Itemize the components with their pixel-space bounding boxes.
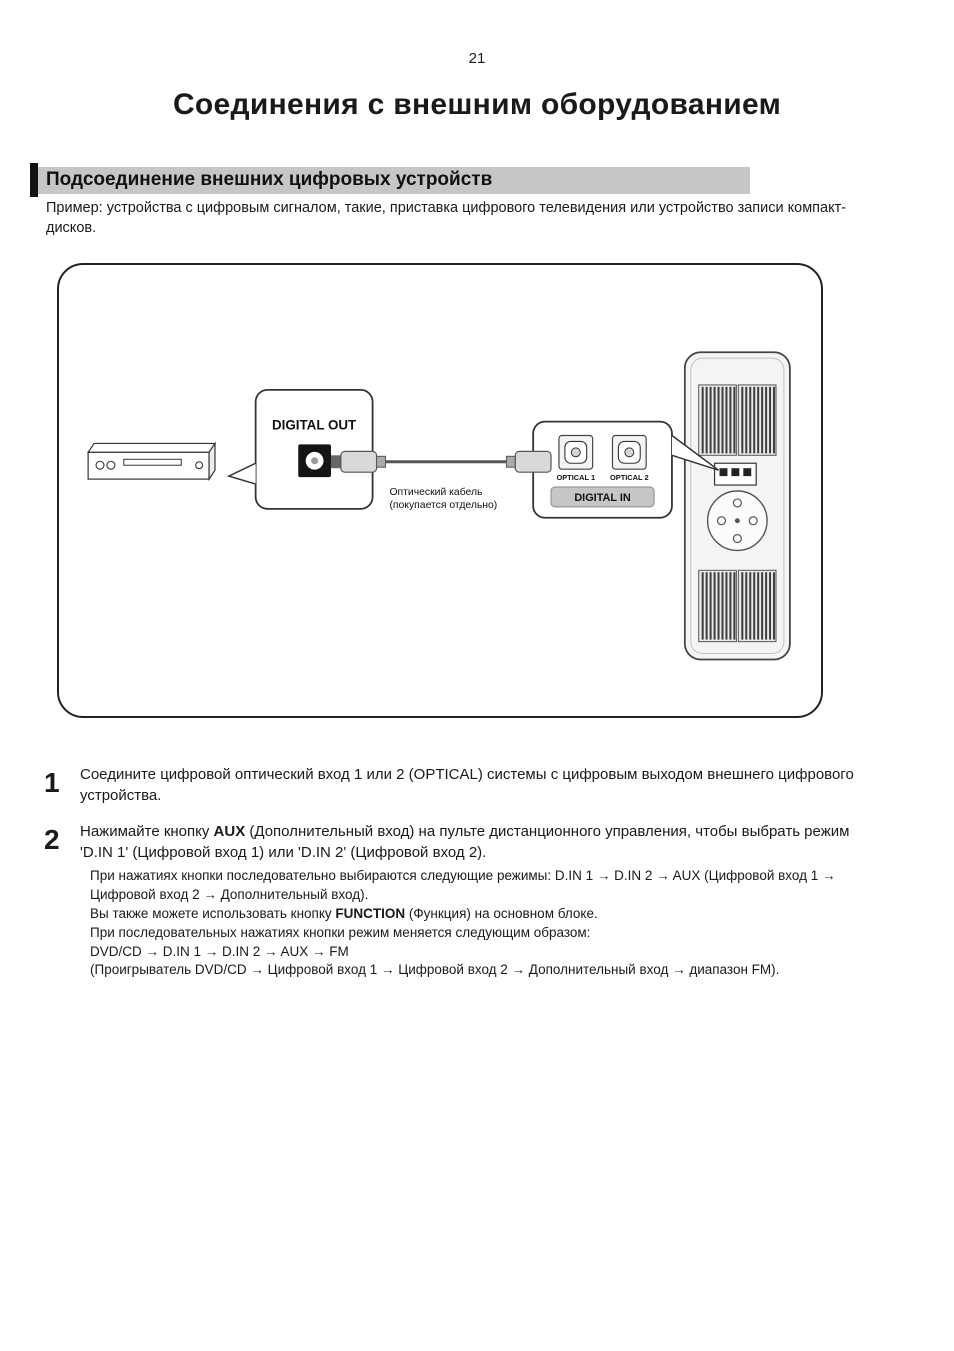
function-note-part1: Вы также можете использовать кнопку [90, 905, 336, 921]
optical1-port-icon [558, 434, 594, 470]
digital-out-callout: DIGITAL OUT [226, 389, 374, 510]
bottom-vent-grille [698, 569, 777, 643]
step-1: 1 Соедините цифровой оптический вход 1 и… [44, 764, 914, 806]
step-1-body: Соедините цифровой оптический вход 1 или… [80, 764, 880, 806]
diagram-svg: DIGITAL OUT OPTICAL 1 OPTICAL 2 [87, 351, 791, 661]
panel-pointer [671, 434, 719, 471]
step-2-text-part1: Нажимайте кнопку [80, 823, 214, 840]
optical-cable [330, 450, 552, 473]
cable-collar-right [505, 455, 516, 468]
connection-diagram: DIGITAL OUT OPTICAL 1 OPTICAL 2 [57, 263, 823, 718]
main-unit-tower [683, 351, 791, 661]
cable-stem-left [330, 455, 341, 469]
page-title: Соединения с внешним оборудованием [172, 88, 782, 121]
mode-sequence-translation: (Проигрыватель DVD/CD → Цифровой вход 1 … [90, 962, 780, 978]
digital-in-panel: OPTICAL 1 OPTICAL 2 DIGITAL IN [532, 420, 719, 519]
step-1-number: 1 [44, 767, 60, 798]
section-heading: Подсоединение внешних цифровых устройств [30, 163, 750, 197]
heading-accent-bar [30, 163, 38, 197]
step-1-text: Соедините цифровой оптический вход 1 или… [80, 766, 854, 804]
aux-button-name: AUX [213, 823, 246, 840]
instruction-steps: 1 Соедините цифровой оптический вход 1 и… [44, 764, 914, 995]
optical2-port-icon [611, 434, 647, 470]
optical2-label: OPTICAL 2 [610, 473, 649, 482]
top-vent-grille [698, 384, 777, 456]
step-2-details: При нажатиях кнопки последовательно выби… [90, 867, 880, 980]
step-2-body: Нажимайте кнопку AUX (Дополнительный вхо… [80, 821, 880, 980]
digital-in-label: DIGITAL IN [574, 492, 631, 504]
step-2: 2 Нажимайте кнопку AUX (Дополнительный в… [44, 821, 914, 980]
callout-pointer [226, 462, 256, 485]
section-intro: Пример: устройства с цифровым сигналом, … [46, 200, 847, 236]
cable-plug-right [514, 450, 552, 473]
section-heading-text: Подсоединение внешних цифровых устройств [38, 166, 750, 194]
step-2-number: 2 [44, 824, 60, 855]
digital-out-label: DIGITAL OUT [272, 418, 357, 433]
cable-note-line1: Оптический кабель [389, 486, 482, 498]
function-note-part2: (Функция) на основном блоке. [405, 905, 598, 921]
cable-collar-left [376, 455, 386, 468]
sequence-intro: При последовательных нажатиях кнопки реж… [90, 924, 591, 940]
cable-note-line2: (покупается отдельно) [389, 500, 497, 511]
external-device [87, 441, 217, 482]
tower-connector-panel [713, 462, 757, 486]
optical1-label: OPTICAL 1 [556, 473, 595, 482]
mode-sequence-main: DVD/CD → D.IN 1 → D.IN 2 → AUX → FM [90, 943, 349, 959]
optical-out-port-icon [298, 444, 331, 478]
step-2-text-part2: (Дополнительный вход) на пульте дистанци… [80, 823, 850, 861]
cable-plug-left [340, 450, 378, 473]
function-button-name: FUNCTION [335, 905, 406, 921]
mode-sequence-remote: При нажатиях кнопки последовательно выби… [90, 868, 836, 902]
digital-in-bar [550, 486, 655, 508]
step-2-text: Нажимайте кнопку AUX (Дополнительный вхо… [80, 821, 880, 863]
page-number: 21 [468, 50, 486, 67]
function-note: Вы также можете использовать кнопку FUNC… [90, 905, 880, 924]
speaker-driver-icon [706, 490, 768, 552]
